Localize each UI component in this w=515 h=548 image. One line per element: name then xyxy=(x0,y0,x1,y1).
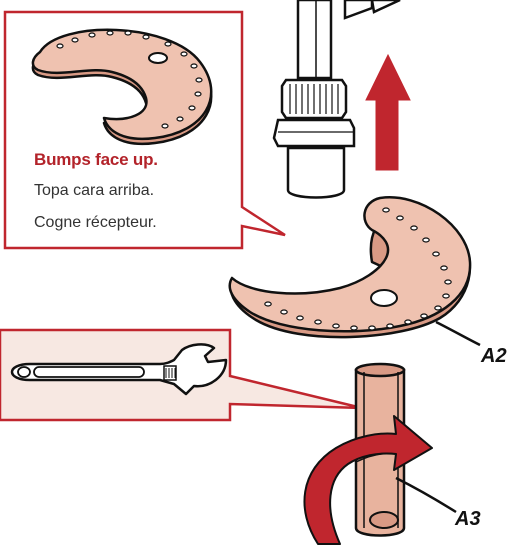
callout-line-french: Cogne récepteur. xyxy=(34,214,157,232)
callout-line-english: Bumps face up. xyxy=(34,150,158,170)
hex-nut-icon xyxy=(274,80,354,198)
callout-line-spanish: Topa cara arriba. xyxy=(34,182,154,200)
a2-leader-line xyxy=(436,322,480,345)
part-label-a3: A3 xyxy=(455,508,481,531)
curved-washer-icon xyxy=(230,197,470,337)
part-label-a2: A2 xyxy=(481,345,507,368)
up-arrow-icon xyxy=(366,55,410,170)
